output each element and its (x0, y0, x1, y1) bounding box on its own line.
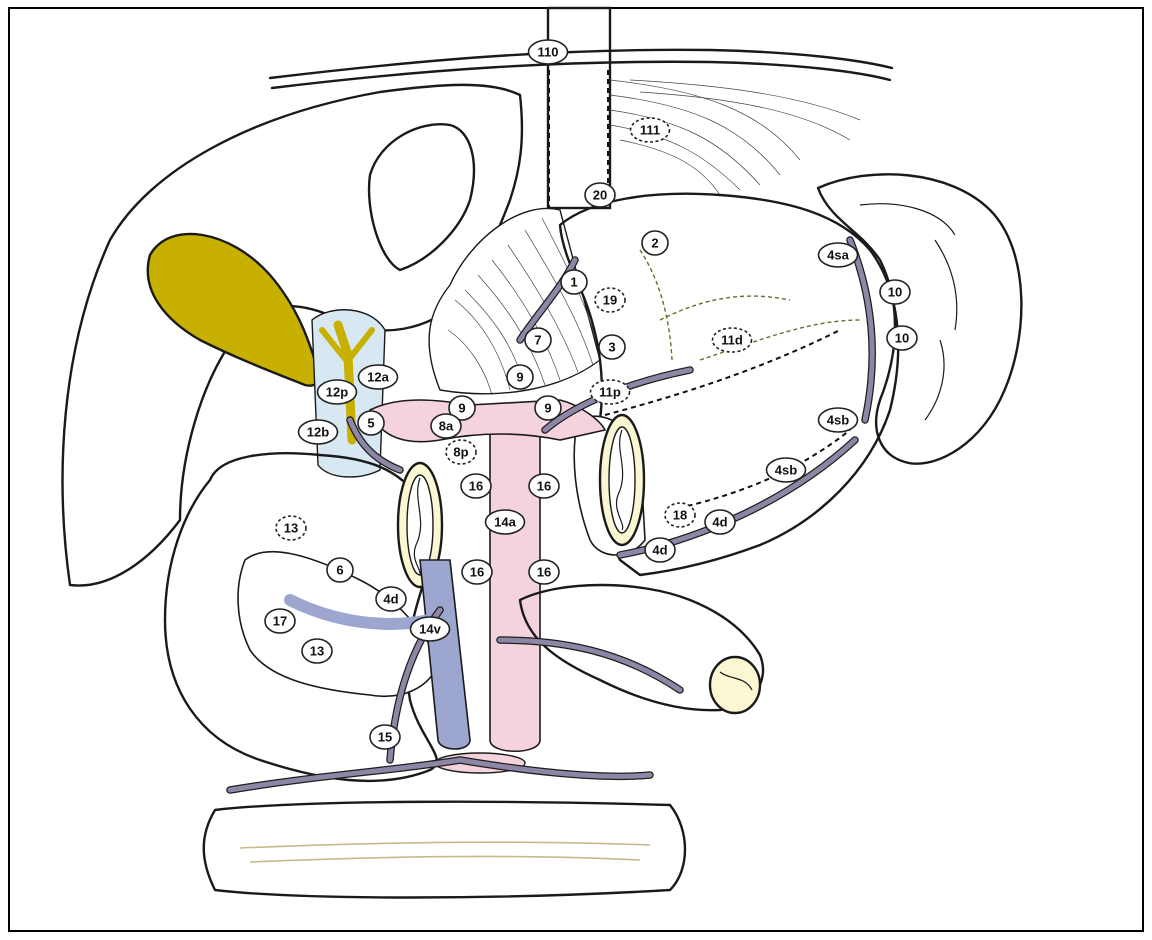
lymph-station-9: 9 (535, 396, 561, 420)
lymph-station-6: 6 (327, 558, 353, 582)
lymph-station-4sb: 4sb (819, 408, 858, 432)
lymph-station-1: 1 (561, 270, 587, 294)
lymph-station-20: 20 (585, 183, 615, 207)
lymph-station-label: 4d (652, 543, 667, 558)
lymph-station-16: 16 (529, 474, 559, 498)
jejunum (520, 585, 763, 713)
lymph-station-label: 111 (640, 123, 660, 138)
cardia-ring (600, 415, 644, 545)
lymph-station-label: 13 (310, 644, 324, 659)
lymph-station-17: 17 (265, 609, 295, 633)
lymph-station-label: 19 (603, 293, 617, 308)
lymph-station-16: 16 (462, 560, 492, 584)
lymph-station-label: 1 (570, 275, 577, 290)
lymph-station-3: 3 (599, 335, 625, 359)
lymph-station-label: 4sa (827, 248, 849, 263)
lymph-station-label: 9 (458, 401, 465, 416)
lymph-station-label: 10 (895, 331, 909, 346)
lymph-station-label: 8p (453, 445, 468, 460)
lymph-station-2: 2 (642, 231, 668, 255)
lymph-station-label: 14v (419, 622, 441, 637)
lymph-station-110: 110 (529, 40, 568, 64)
lymph-station-13: 13 (302, 639, 332, 663)
lymph-station-12p: 12p (318, 380, 357, 404)
lymph-station-label: 18 (673, 508, 687, 523)
lymph-station-label: 13 (284, 521, 298, 536)
lymph-station-4sa: 4sa (819, 243, 858, 267)
lymph-station-label: 7 (534, 333, 541, 348)
lymph-station-11p: 11p (591, 380, 630, 404)
lymph-station-label: 6 (336, 563, 343, 578)
lymph-station-label: 8a (439, 419, 454, 434)
lymph-station-label: 11d (721, 333, 743, 348)
gallbladder (148, 234, 319, 386)
lymph-station-label: 11p (599, 385, 621, 400)
esophagus (548, 8, 610, 210)
lymph-station-8a: 8a (431, 414, 461, 438)
lymph-station-label: 16 (469, 479, 483, 494)
lymph-station-12b: 12b (299, 420, 338, 444)
lymph-station-7: 7 (525, 328, 551, 352)
lymph-station-label: 2 (651, 236, 658, 251)
lymph-station-111: 111 (631, 118, 670, 142)
lymph-station-label: 20 (593, 188, 607, 203)
lymph-station-14a: 14a (486, 510, 525, 534)
lymph-station-label: 12p (326, 385, 348, 400)
lymph-station-label: 4d (383, 592, 398, 607)
lymph-station-label: 16 (537, 565, 551, 580)
lymph-station-9: 9 (507, 365, 533, 389)
lymph-station-label: 17 (273, 614, 287, 629)
lymph-station-14v: 14v (411, 617, 450, 641)
lymph-station-label: 4d (712, 515, 727, 530)
lymph-station-label: 110 (538, 45, 559, 60)
lymph-station-8p: 8p (446, 440, 476, 464)
lymph-station-5: 5 (358, 411, 384, 435)
lymph-station-11d: 11d (713, 328, 752, 352)
lymph-station-label: 9 (516, 370, 523, 385)
lymph-station-16: 16 (461, 474, 491, 498)
transverse-colon (204, 802, 685, 898)
lymph-station-label: 15 (378, 730, 392, 745)
lymph-station-4d: 4d (376, 587, 406, 611)
lymph-station-19: 19 (595, 288, 625, 312)
lymph-station-10: 10 (887, 326, 917, 350)
lymph-station-label: 4sb (775, 463, 797, 478)
lymph-station-15: 15 (370, 725, 400, 749)
lymph-station-4d: 4d (705, 510, 735, 534)
lymph-station-18: 18 (665, 503, 695, 527)
lymph-station-label: 16 (470, 565, 484, 580)
lymph-station-10: 10 (880, 280, 910, 304)
lymph-station-label: 3 (608, 340, 615, 355)
lymph-station-label: 9 (544, 401, 551, 416)
lymph-station-label: 5 (367, 416, 374, 431)
lymph-station-4d: 4d (645, 538, 675, 562)
lymph-station-label: 10 (888, 285, 902, 300)
lymph-station-16: 16 (529, 560, 559, 584)
lymph-station-label: 14a (494, 515, 516, 530)
lymph-station-12a: 12a (359, 365, 398, 389)
lymph-station-label: 4sb (827, 413, 849, 428)
lymph-station-label: 12a (367, 370, 389, 385)
lymph-station-label: 16 (537, 479, 551, 494)
lymph-station-4sb: 4sb (767, 458, 806, 482)
lymph-station-13: 13 (276, 516, 306, 540)
lymph-station-label: 12b (307, 425, 329, 440)
